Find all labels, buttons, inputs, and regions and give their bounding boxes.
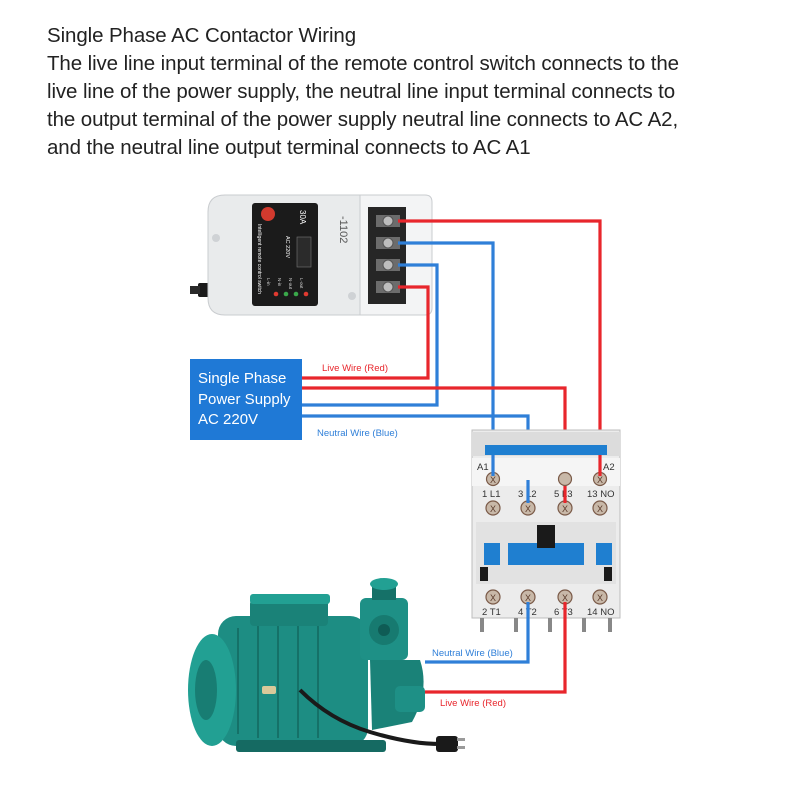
ac-contactor: X X A1 A2 1 L1 3 L2 5 L3 13 NO X X X X	[471, 429, 621, 632]
switch-terminal-labels: L-in N-in N-out L-out	[266, 278, 304, 290]
wire-label-live-bottom: Live Wire (Red)	[440, 698, 506, 709]
svg-text:X: X	[597, 504, 603, 514]
coil-terminals: X X	[485, 471, 608, 487]
switch-terminal-label: N-out	[288, 278, 293, 290]
wires-contactor-overlay	[491, 455, 602, 503]
wire-live-lout	[302, 285, 430, 380]
switch-terminal-label: L-out	[299, 278, 304, 289]
switch-product-name: Intelligent remote control switch	[256, 224, 262, 294]
svg-text:X: X	[525, 593, 531, 603]
terminal-label: 2 T1	[482, 607, 501, 618]
wire-label-neutral-bottom: Neutral Wire (Blue)	[432, 648, 513, 659]
svg-text:X: X	[490, 593, 496, 603]
terminal-label: 13 NO	[587, 489, 614, 500]
svg-text:X: X	[562, 593, 568, 603]
description-line-1: The live line input terminal of the remo…	[47, 52, 679, 75]
coil-label-a2: A2	[603, 462, 615, 473]
wire-neutral-nin-a1	[398, 241, 495, 470]
description-line-4: and the neutral line output terminal con…	[47, 136, 531, 159]
wires-bottom	[425, 602, 567, 694]
remote-control-switch: 30A AC 220V Intelligent remote control s…	[190, 194, 433, 316]
heading: Single Phase AC Contactor Wiring The liv…	[47, 22, 767, 162]
terminal-label: 1 L1	[482, 489, 501, 500]
svg-text:X: X	[597, 593, 603, 603]
coil-label-a1: A1	[477, 462, 489, 473]
description-line-3: the output terminal of the power supply …	[47, 108, 679, 131]
power-supply-box: Single Phase Power Supply AC 220V	[190, 359, 302, 440]
svg-text:X: X	[562, 504, 568, 514]
svg-text:X: X	[490, 504, 496, 514]
terminal-screw-icon	[376, 215, 400, 293]
svg-text:X: X	[490, 475, 496, 485]
power-supply-line-3: AC 220V	[198, 411, 259, 428]
water-pump	[188, 578, 465, 752]
terminal-label: 5 L3	[554, 489, 573, 500]
power-supply-line-2: Power Supply	[198, 390, 291, 408]
wire-label-neutral-top: Neutral Wire (Blue)	[317, 428, 398, 439]
switch-model: -1102	[337, 216, 349, 243]
terminal-label: 14 NO	[587, 607, 614, 618]
wire-neutral-nout	[302, 263, 439, 407]
power-supply-line-1: Single Phase	[198, 370, 287, 387]
diagram-title: Single Phase AC Contactor Wiring	[47, 24, 357, 47]
wire-live-t3-motor	[425, 602, 567, 694]
switch-voltage: AC 220V	[284, 236, 290, 258]
switch-terminal-label: L-in	[266, 278, 271, 286]
svg-text:X: X	[525, 504, 531, 514]
wire-neutral-t2-motor	[425, 602, 530, 664]
wire-live-lin-a2	[398, 219, 602, 470]
switch-rating: 30A	[298, 210, 307, 225]
top-terminal-screws: X X X X	[485, 500, 608, 516]
description-line-2: live line of the power supply, the neutr…	[47, 80, 676, 103]
wire-label-live-top: Live Wire (Red)	[322, 363, 388, 374]
switch-terminal-label: N-in	[277, 278, 282, 287]
svg-text:X: X	[597, 475, 603, 485]
power-plug-icon	[436, 736, 465, 752]
bottom-terminal-screws: X X X X	[485, 589, 608, 605]
